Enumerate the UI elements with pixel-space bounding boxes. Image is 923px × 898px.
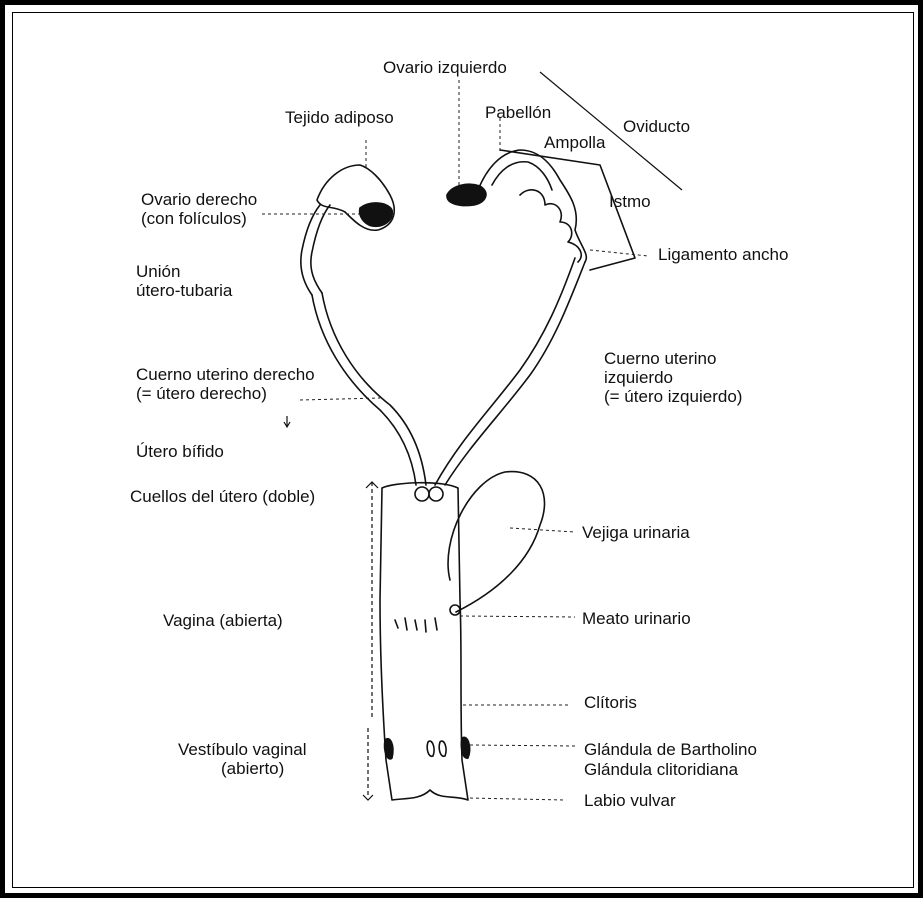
bartholin-gland	[385, 739, 393, 759]
utero-bifido-arrow	[284, 416, 290, 427]
label-meato-urinario: Meato urinario	[582, 609, 691, 628]
label-utero-bifido: Útero bífido	[136, 442, 224, 461]
label-vagina: Vagina (abierta)	[163, 611, 283, 630]
label-cuerno-izquierdo: Cuerno uterino izquierdo (= útero izquie…	[604, 349, 742, 406]
label-ovario-derecho: Ovario derecho (con folículos)	[141, 190, 257, 228]
label-ampolla: Ampolla	[544, 133, 605, 152]
leader-bartholino	[470, 745, 575, 746]
left-uterine-horn	[445, 262, 585, 485]
label-cuerno-derecho: Cuerno uterino derecho (= útero derecho)	[136, 365, 315, 403]
label-glandula-bartholino: Glándula de Bartholino	[584, 740, 757, 759]
right-oviduct	[301, 205, 320, 295]
label-labio-vulvar: Labio vulvar	[584, 791, 676, 810]
label-ovario-izquierdo: Ovario izquierdo	[383, 58, 507, 77]
left-ovary	[447, 184, 486, 205]
label-istmo: Istmo	[609, 192, 651, 211]
label-pabellon: Pabellón	[485, 103, 551, 122]
leader-ligamento	[590, 250, 648, 256]
label-tejido-adiposo: Tejido adiposo	[285, 108, 394, 127]
label-vestibulo-vaginal: Vestíbulo vaginal (abierto)	[178, 740, 307, 778]
label-vejiga-urinaria: Vejiga urinaria	[582, 523, 690, 542]
label-ligamento-ancho: Ligamento ancho	[658, 245, 788, 264]
label-oviducto: Oviducto	[623, 117, 690, 136]
left-oviduct	[478, 150, 586, 262]
clitoral-gland	[461, 737, 469, 758]
cervix-right	[415, 487, 429, 501]
label-glandula-clitoridiana: Glándula clitoridiana	[584, 760, 738, 779]
cervix-left	[429, 487, 443, 501]
bladder	[448, 472, 544, 612]
leader-labio	[470, 798, 565, 800]
label-union-utero-tubaria: Unión útero-tubaria	[136, 262, 232, 300]
right-ovary-follicles	[360, 203, 393, 226]
leader-meato	[460, 616, 575, 617]
label-clitoris: Clítoris	[584, 693, 637, 712]
right-uterine-horn	[312, 295, 416, 485]
label-cuellos-utero: Cuellos del útero (doble)	[130, 487, 315, 506]
leader-vejiga	[510, 528, 575, 532]
